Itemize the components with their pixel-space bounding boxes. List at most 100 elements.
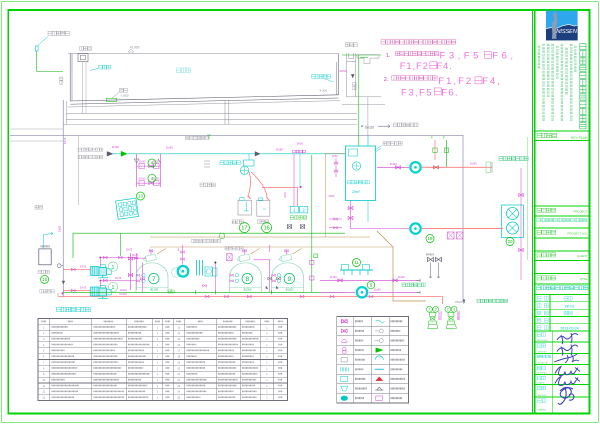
- svg-text:3: 3: [435, 308, 437, 312]
- svg-text:1: 1: [266, 373, 268, 376]
- svg-text:Dn63: Dn63: [390, 162, 397, 166]
- svg-text:P H: P H: [232, 220, 237, 224]
- svg-text:CHECKED: CHECKED: [537, 351, 547, 353]
- svg-text:TITLE: TITLE: [579, 277, 587, 281]
- svg-text:Dn40: Dn40: [276, 148, 283, 152]
- svg-text:19: 19: [177, 361, 180, 364]
- svg-text:Dn75: Dn75: [80, 264, 87, 268]
- svg-text:1: 1: [266, 332, 268, 335]
- svg-text:1: 1: [266, 397, 268, 400]
- svg-text:6: 6: [43, 356, 45, 359]
- svg-text:8: 8: [246, 276, 250, 283]
- svg-text:-1.800: -1.800: [120, 94, 129, 98]
- svg-text:Φ1200: Φ1200: [150, 287, 158, 291]
- svg-text:F6,: F6,: [492, 51, 516, 62]
- svg-text:1: 1: [266, 361, 268, 364]
- svg-text:Dn63: Dn63: [398, 275, 405, 279]
- svg-text:8: 8: [43, 367, 45, 370]
- svg-text:20: 20: [508, 239, 513, 244]
- svg-text:1.: 1.: [386, 53, 391, 59]
- svg-text:F4.: F4.: [436, 61, 452, 72]
- svg-text:1: 1: [157, 361, 159, 364]
- svg-text:Dn63: Dn63: [330, 275, 337, 279]
- svg-text:F4,: F4,: [482, 76, 502, 87]
- svg-text:2013-03-24: 2013-03-24: [560, 327, 578, 331]
- svg-text:Dn50: Dn50: [297, 142, 304, 146]
- svg-text:1: 1: [112, 285, 115, 291]
- svg-text:2: 2: [43, 332, 45, 335]
- svg-text:Φ1200: Φ1200: [244, 287, 252, 291]
- svg-text:KEY PLAN: KEY PLAN: [571, 136, 588, 140]
- svg-text:16: 16: [264, 226, 270, 232]
- svg-text:1: 1: [266, 338, 268, 341]
- svg-text:Dn75: Dn75: [115, 276, 122, 280]
- svg-text:1: 1: [157, 397, 159, 400]
- svg-text:2: 2: [447, 308, 449, 312]
- svg-text:F3,F5: F3,F5: [440, 51, 482, 62]
- svg-text:Dn65: Dn65: [58, 225, 62, 232]
- svg-text:APPROVED: APPROVED: [537, 339, 548, 342]
- svg-text:F1,F2: F1,F2: [400, 61, 429, 72]
- svg-text:CLIENT: CLIENT: [577, 254, 588, 258]
- svg-text:24: 24: [177, 391, 180, 394]
- svg-text:2: 2: [303, 208, 306, 213]
- svg-text:Dn50: Dn50: [332, 155, 338, 158]
- svg-text:20: 20: [177, 367, 180, 370]
- svg-text:F1,F2: F1,F2: [438, 76, 473, 87]
- svg-text:1: 1: [157, 391, 159, 394]
- svg-text:+0.000: +0.000: [130, 46, 140, 50]
- svg-text:Dn32: Dn32: [139, 177, 146, 181]
- svg-text:1: 1: [157, 338, 159, 341]
- svg-text:2.: 2.: [384, 77, 389, 83]
- svg-text:7: 7: [43, 361, 45, 364]
- svg-text:9: 9: [288, 276, 292, 283]
- svg-text:1: 1: [157, 326, 159, 329]
- svg-text:Dn63: Dn63: [374, 287, 381, 291]
- svg-text:F3,F5: F3,F5: [401, 87, 433, 98]
- svg-text:NISSEN: NISSEN: [556, 29, 577, 35]
- svg-text:10: 10: [42, 379, 45, 382]
- svg-text:3: 3: [359, 191, 361, 193]
- svg-text:25: 25: [177, 397, 180, 400]
- svg-text:1: 1: [266, 350, 268, 353]
- svg-text:5: 5: [370, 283, 373, 288]
- svg-text:1: 1: [157, 385, 159, 388]
- svg-text:REMARK: REMARK: [538, 409, 547, 412]
- svg-text:1: 1: [266, 391, 268, 394]
- svg-text:DRAWN: DRAWN: [537, 381, 545, 384]
- svg-text:13: 13: [177, 326, 180, 329]
- svg-text:1: 1: [112, 265, 115, 271]
- svg-text:1: 1: [157, 350, 159, 353]
- svg-text:14: 14: [177, 332, 180, 335]
- svg-text:4: 4: [43, 344, 45, 347]
- svg-text:3: 3: [453, 308, 455, 312]
- svg-text:F: F: [431, 136, 433, 140]
- svg-text:12: 12: [42, 391, 45, 394]
- svg-text:11: 11: [42, 385, 45, 388]
- svg-text:13: 13: [42, 397, 45, 400]
- svg-text:1: 1: [157, 344, 159, 347]
- svg-text:Dn32: Dn32: [153, 160, 160, 164]
- svg-text:Dn32: Dn32: [139, 160, 146, 164]
- svg-text:Dn50: Dn50: [340, 69, 347, 73]
- svg-text:20m: 20m: [352, 190, 359, 194]
- svg-text:5: 5: [43, 350, 45, 353]
- svg-text:CHECKED: CHECKED: [537, 395, 547, 397]
- svg-text:1: 1: [157, 356, 159, 359]
- svg-text:1: 1: [157, 367, 159, 370]
- svg-text:Dn40: Dn40: [166, 146, 173, 150]
- svg-text:18: 18: [177, 356, 180, 359]
- svg-text:21: 21: [177, 373, 180, 376]
- svg-text:Dn110: Dn110: [120, 289, 128, 292]
- svg-text:4: 4: [151, 161, 154, 166]
- svg-text:Dn75: Dn75: [126, 248, 133, 252]
- svg-text:4: 4: [151, 176, 154, 181]
- svg-text:Dn63: Dn63: [329, 195, 335, 198]
- svg-text:17: 17: [241, 226, 247, 232]
- svg-text:22: 22: [177, 379, 180, 382]
- svg-text:4.200: 4.200: [320, 89, 328, 93]
- svg-text:3: 3: [43, 338, 45, 341]
- svg-text:Dn75: Dn75: [132, 254, 139, 257]
- svg-text:1: 1: [266, 344, 268, 347]
- svg-text:Dn110: Dn110: [120, 292, 128, 296]
